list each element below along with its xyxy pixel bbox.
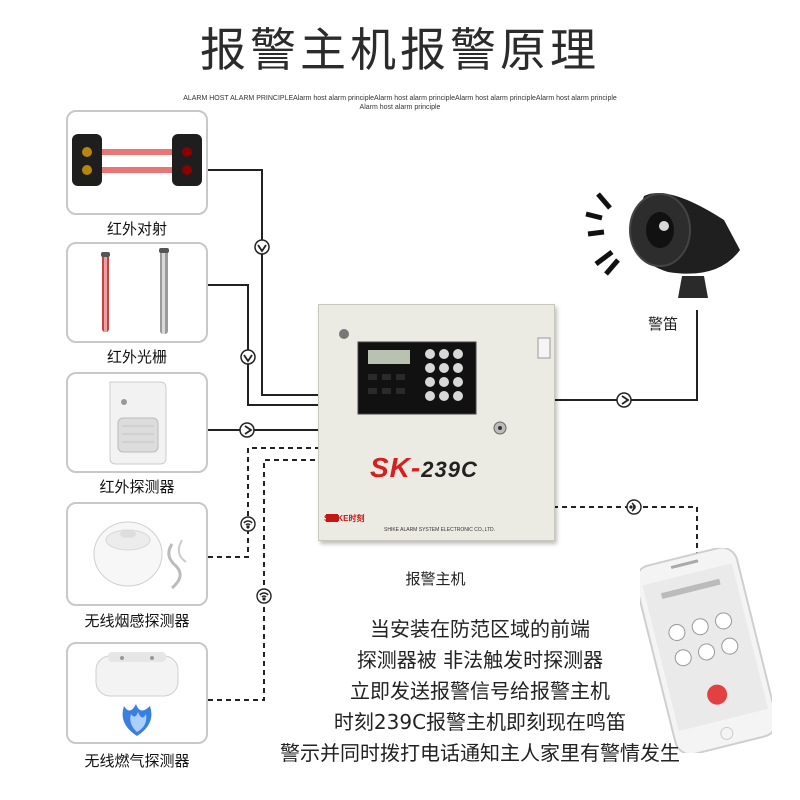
panel-label: 报警主机: [405, 570, 466, 588]
infrared-beam-detector-icon: [72, 134, 202, 186]
wire-infrared-beam: [208, 169, 318, 396]
panel-brand-prefix: SK-: [370, 452, 422, 483]
detector-label-infrared-beam: 红外对射: [106, 220, 167, 238]
detector-card-smoke: [66, 502, 208, 606]
wire-gas-wireless: [208, 459, 318, 701]
gas-detector-icon: [95, 652, 179, 736]
panel-company: SHIKE ALARM SYSTEM ELECTRONIC CO.,LTD.: [384, 527, 496, 533]
description-line-5: 警示并同时拨打电话通知主人家里有警情发生: [280, 741, 680, 765]
wifi-markers: [240, 499, 642, 604]
detector-card-infrared-grating: [66, 242, 208, 343]
infrared-grating-icon: [101, 248, 169, 334]
subtitle-line-1: ALARM HOST ALARM PRINCIPLEAlarm host ala…: [183, 95, 617, 102]
siren-horn-icon: [585, 192, 740, 298]
detector-label-infrared-grating: 红外光栅: [106, 348, 167, 366]
description-line-3: 立即发送报警信号给报警主机: [350, 679, 610, 703]
page-title: 报警主机报警原理: [200, 23, 600, 77]
description-line-4: 时刻239C报警主机即刻现在鸣笛: [333, 710, 627, 734]
description-line-2: 探测器被 非法触发时探测器: [356, 648, 604, 672]
description-line-1: 当安装在防范区域的前端: [370, 617, 590, 641]
alarm-panel-face: [326, 329, 551, 522]
smartphone-icon: [640, 548, 772, 753]
panel-logo: SHiKE时刻: [324, 514, 365, 523]
smoke-detector-icon: [93, 521, 187, 590]
wire-siren: [553, 310, 698, 401]
detector-card-infrared-beam: [66, 110, 208, 215]
detector-label-gas: 无线燃气探测器: [84, 752, 190, 770]
panel-brand-model: 239C: [421, 457, 478, 482]
detector-label-pir: 红外探测器: [99, 478, 175, 496]
siren-label: 警笛: [648, 315, 679, 333]
wire-smoke-wireless: [208, 447, 318, 558]
wire-infrared-grating: [208, 284, 318, 406]
wire-phone-wireless: [553, 506, 698, 560]
panel-brand: SK-239C: [370, 452, 478, 484]
arrow-markers: [239, 239, 632, 438]
pir-detector-icon: [109, 381, 167, 465]
detector-card-gas: [66, 642, 208, 744]
detector-card-pir: [66, 372, 208, 473]
detector-label-smoke: 无线烟感探测器: [84, 612, 190, 630]
subtitle-line-2: Alarm host alarm principle: [359, 104, 441, 111]
page-subtitle: ALARM HOST ALARM PRINCIPLEAlarm host ala…: [150, 94, 650, 112]
description: 当安装在防范区域的前端 探测器被 非法触发时探测器 立即发送报警信号给报警主机 …: [200, 614, 760, 769]
